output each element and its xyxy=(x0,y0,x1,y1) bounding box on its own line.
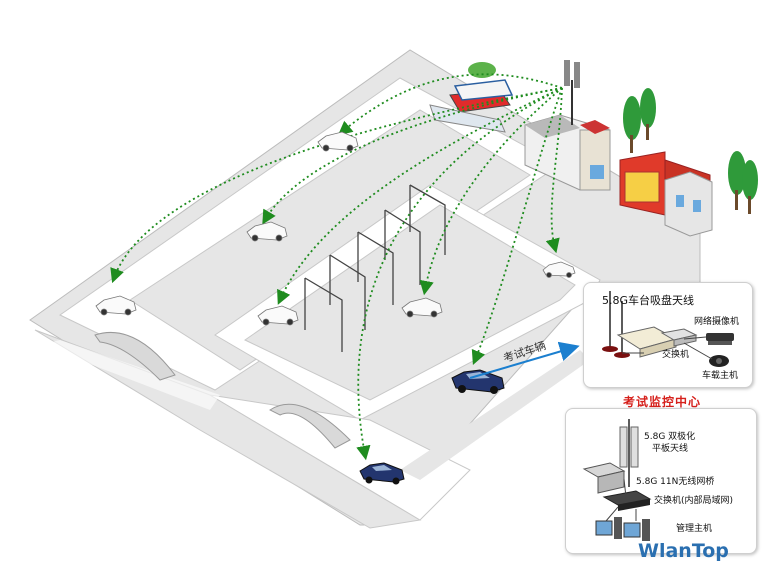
vehicle-host-device-icon xyxy=(709,355,729,367)
monitoring-center-panel: 5.8G 双极化 平板天线 5.8G 11N无线网桥 交换机(内部局域网) 管理… xyxy=(565,408,757,554)
switch-device-icon xyxy=(660,328,698,347)
vehicle-host-label: 车载主机 xyxy=(702,371,739,381)
exam-hall-building xyxy=(619,151,713,237)
management-host-label: 管理主机 xyxy=(676,524,713,534)
wireless-bridge-label: 5.8G 11N无线网桥 xyxy=(636,477,715,487)
control-building xyxy=(524,114,611,191)
management-host-icon xyxy=(595,517,650,541)
white-cars xyxy=(95,131,576,326)
site-antenna-tower xyxy=(564,60,580,125)
vehicle-antenna-label: 5.8G车台吸盘天线 xyxy=(602,294,695,307)
monitoring-equipment-drawing xyxy=(582,419,652,541)
wlantop-logo: WlanTop xyxy=(638,540,729,562)
trees xyxy=(468,62,758,214)
vehicle-equipment-panel: 5.8G车台吸盘天线 网络摄像机 交换机 车载主机 xyxy=(583,282,753,388)
lan-switch-icon xyxy=(602,490,652,511)
wireless-links xyxy=(110,73,563,461)
billboard xyxy=(429,79,514,133)
monitoring-center-title: 考试监控中心 xyxy=(622,395,701,409)
vehicle-link-arrow xyxy=(469,341,580,379)
vehicle-equipment-drawing xyxy=(602,291,734,367)
dual-polar-antenna-label-2: 平板天线 xyxy=(652,444,689,454)
gate-frames xyxy=(304,184,446,352)
lan-switch-label: 交换机(内部局域网) xyxy=(654,496,734,506)
switch-label: 交换机 xyxy=(662,350,690,360)
dual-polar-antenna-label-1: 5.8G 双极化 xyxy=(644,432,696,442)
network-camera-label: 网络摄像机 xyxy=(694,317,740,327)
network-camera-icon xyxy=(706,333,734,345)
wireless-bridge-icon xyxy=(582,462,626,494)
dual-polar-panel-antenna-icon xyxy=(619,419,639,487)
